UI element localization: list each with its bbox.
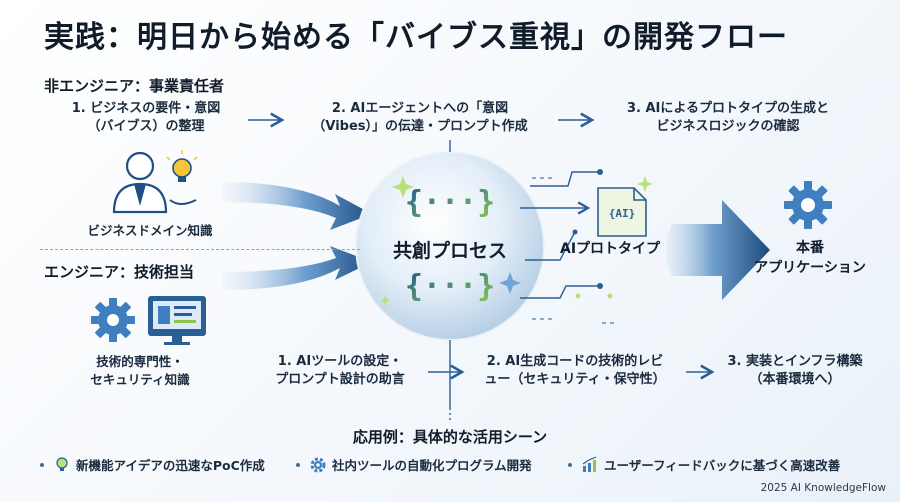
output-arrow xyxy=(666,200,770,300)
use-cases-title: 応用例：具体的な活用シーン xyxy=(352,428,548,446)
step-line: 2. AIエージェントへの「意図 xyxy=(331,101,509,116)
bullet-dot xyxy=(40,462,44,467)
page-title: 実践：明日から始める「バイブス重視」の開発フロー xyxy=(44,20,788,55)
use-case-label: ユーザーフィードバックに基づく高速改善 xyxy=(604,458,841,473)
use-case-item: 社内ツールの自動化プログラム開発 xyxy=(296,455,532,474)
ai-prototype-label: AIプロトタイプ xyxy=(560,241,661,257)
step-line: ビジネスロジックの確認 xyxy=(656,119,800,134)
use-case-item: ユーザーフィードバックに基づく高速改善 xyxy=(568,455,840,474)
business-domain-caption: ビジネスドメイン知識 xyxy=(87,223,213,238)
engineer-expertise-caption: 技術的専門性・ セキュリティ知識 xyxy=(60,353,220,389)
step-line: プロンプト設計の助言 xyxy=(275,372,405,387)
credit-text: 2025 AI KnowledgeFlow xyxy=(760,482,886,494)
sparkle-icon xyxy=(499,272,521,294)
circuit-lines xyxy=(520,171,600,299)
step-line: （バイブス）の整理 xyxy=(87,119,205,134)
use-case-item: 新機能アイデアの迅速なPoC作成 xyxy=(40,455,265,474)
sparkle-icon xyxy=(637,176,653,192)
non-engineer-label: 非エンジニア：事業責任者 xyxy=(44,77,225,95)
gear-icon xyxy=(91,298,135,342)
engineer-step-2: 2. AI生成コードの技術的レビ ュー（セキュリティ・保守性） xyxy=(464,353,686,389)
step-line: 3. 実装とインフラ構築 xyxy=(727,354,863,369)
caption-line: セキュリティ知識 xyxy=(90,372,190,387)
monitor-icon xyxy=(148,296,206,345)
step-line: （本番環境へ） xyxy=(749,372,841,387)
use-case-label: 新機能アイデアの迅速なPoC作成 xyxy=(76,458,265,473)
engineer-step-3: 3. 実装とインフラ構築 （本番環境へ） xyxy=(710,353,880,389)
bullet-dot xyxy=(296,462,300,467)
step-line: 2. AI生成コードの技術的レビ xyxy=(486,354,664,369)
step-line: （Vibes）」の伝達・プロンプト作成 xyxy=(312,119,528,134)
chart-icon xyxy=(582,455,597,472)
businessman-icon xyxy=(112,151,168,214)
input-arrow-business xyxy=(222,182,372,230)
sparkle-icon xyxy=(379,295,391,306)
step-line: ュー（セキュリティ・保守性） xyxy=(484,372,666,387)
engineer-step-1: 1. AIツールの設定・ プロンプト設計の助言 xyxy=(250,353,430,389)
role-divider xyxy=(40,249,360,250)
business-step-2: 2. AIエージェントへの「意図 （Vibes）」の伝達・プロンプト作成 xyxy=(290,100,550,136)
code-icon: {···} xyxy=(405,185,495,220)
gear-icon xyxy=(784,181,832,229)
step-line: 1. AIツールの設定・ xyxy=(277,354,403,369)
business-step-3: 3. AIによるプロトタイプの生成と ビジネスロジックの確認 xyxy=(598,100,858,136)
engineer-label: エンジニア：技術担当 xyxy=(44,263,195,281)
business-step-1: 1. ビジネスの要件・意図 （バイブス）の整理 xyxy=(36,100,256,136)
ai-document-icon: {AI} xyxy=(597,187,647,237)
step-line: 1. ビジネスの要件・意図 xyxy=(71,101,221,116)
sparkle-icon xyxy=(392,176,414,198)
step-line: 3. AIによるプロトタイプの生成と xyxy=(626,101,830,116)
production-app-label: 本番 アプリケーション xyxy=(735,238,885,278)
gear-icon xyxy=(310,457,326,472)
ai-doc-text: {AI} xyxy=(609,207,636,220)
lightbulb-icon xyxy=(56,456,68,471)
input-arrow-engineer xyxy=(222,246,372,290)
use-case-label: 社内ツールの自動化プログラム開発 xyxy=(332,458,532,473)
hand-icon xyxy=(169,199,197,205)
app-label-line: 本番 xyxy=(796,240,824,256)
bullet-dot xyxy=(568,462,572,467)
code-icon: {···} xyxy=(405,269,495,304)
app-label-line: アプリケーション xyxy=(754,260,866,276)
lightbulb-icon xyxy=(166,150,198,182)
caption-line: 技術的専門性・ xyxy=(96,354,184,369)
cocreation-label: 共創プロセス xyxy=(392,240,507,262)
